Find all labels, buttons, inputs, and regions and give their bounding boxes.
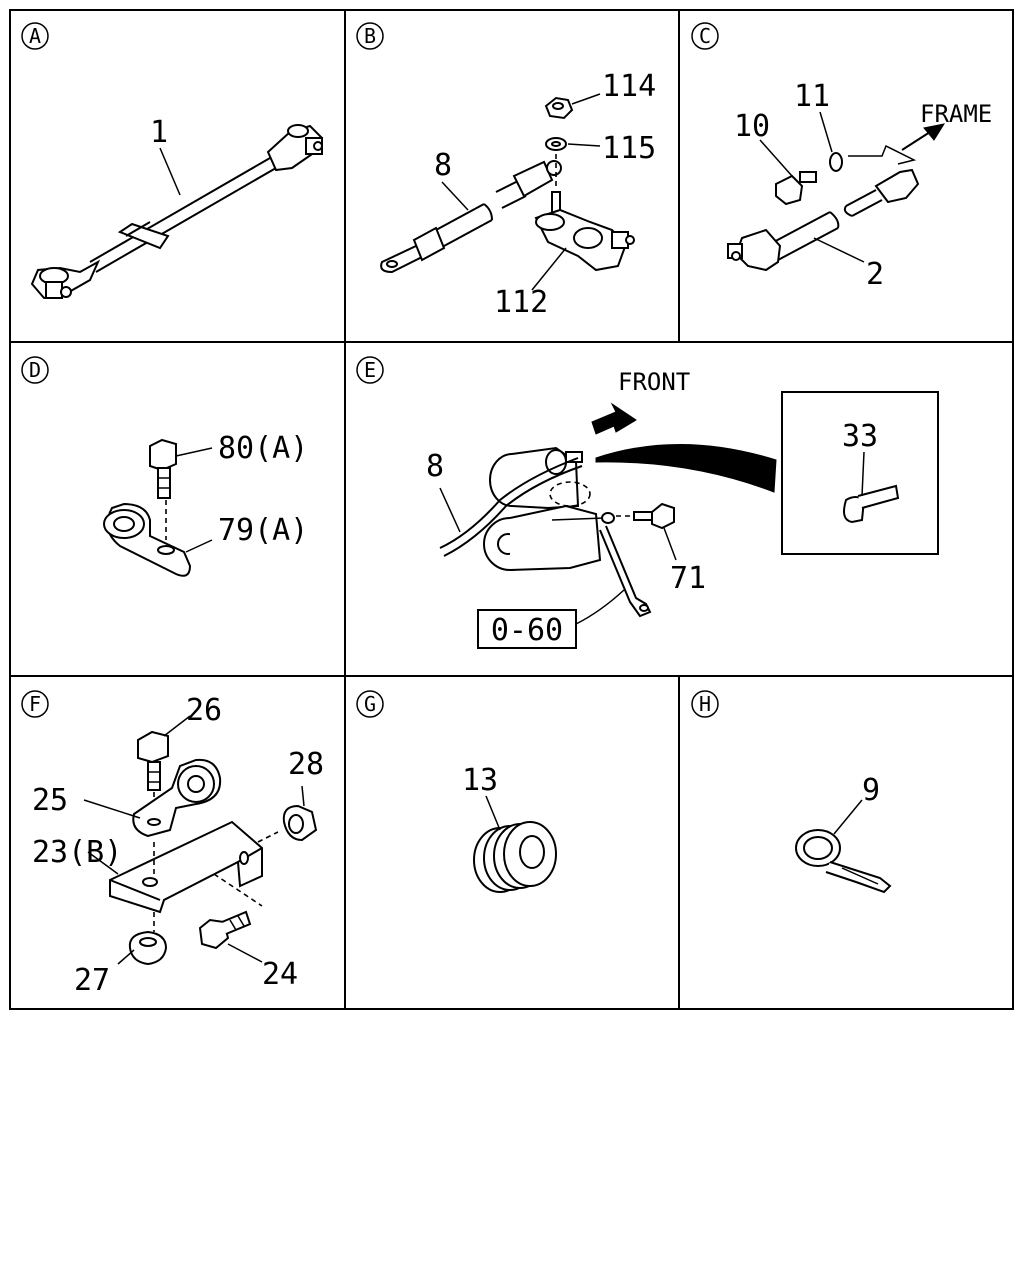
panel-c: C FRAME 10 11 (691, 22, 992, 292)
panel-e: E FRONT 8 (356, 356, 939, 649)
front-arrow (591, 402, 637, 435)
nut-27 (117, 912, 168, 966)
panel-b: B 8 114 (356, 22, 656, 320)
detail-box-33 (781, 391, 939, 555)
battery-cable-8 (380, 160, 562, 274)
ref-box-0-60: 0-60 (477, 609, 577, 649)
bolt-80a (149, 438, 213, 540)
label-part-8-b: 8 (434, 148, 452, 183)
label-part-10: 10 (734, 109, 770, 144)
panel-grid (9, 9, 1014, 1010)
label-part-114: 114 (602, 69, 656, 104)
battery-cable-1 (30, 124, 324, 300)
panel-letter-f: F (21, 690, 49, 718)
label-part-1: 1 (150, 115, 168, 150)
label-part-27: 27 (74, 963, 110, 998)
washer-11 (819, 111, 917, 172)
panel-letter-b-text: B (364, 24, 376, 48)
panel-g: G 13 (356, 690, 557, 893)
bolt-24 (198, 910, 263, 963)
panel-letter-h-text: H (699, 692, 711, 716)
panel-letter-h: H (691, 690, 719, 718)
panel-letter-d-text: D (29, 358, 41, 382)
ground-cable-2 (727, 168, 920, 272)
label-part-80a: 80(A) (218, 431, 308, 466)
grommet-13 (473, 795, 557, 893)
panel-letter-e: E (356, 356, 384, 384)
panel-letter-g: G (356, 690, 384, 718)
label-part-8-e: 8 (426, 449, 444, 484)
nut-28 (282, 785, 318, 842)
panel-letter-g-text: G (364, 692, 376, 716)
label-part-23b: 23(B) (32, 835, 122, 870)
label-ref-0-60: 0-60 (491, 613, 563, 648)
label-part-28: 28 (288, 747, 324, 782)
label-frame: FRAME (920, 100, 992, 128)
label-part-9: 9 (862, 773, 880, 808)
label-part-33: 33 (842, 419, 878, 454)
label-part-24: 24 (262, 957, 298, 992)
label-part-25: 25 (32, 783, 68, 818)
washer-115 (545, 137, 601, 151)
label-part-115: 115 (602, 131, 656, 166)
cable-8-e (439, 457, 583, 557)
label-part-112: 112 (494, 285, 548, 320)
panel-letter-b: B (356, 22, 384, 50)
bolt-10 (759, 139, 817, 206)
panel-letter-c-text: C (699, 24, 711, 48)
panel-letter-e-text: E (364, 358, 376, 382)
label-part-71: 71 (670, 561, 706, 596)
frame-arrow (901, 123, 946, 151)
label-front: FRONT (618, 368, 690, 396)
starter-motor (483, 446, 605, 571)
label-part-13: 13 (462, 763, 498, 798)
label-part-11: 11 (794, 79, 830, 114)
callout-sweep (595, 444, 777, 493)
ground-strap (575, 512, 652, 625)
label-part-2: 2 (866, 257, 884, 292)
panel-letter-a: A (21, 22, 49, 50)
bolt-71 (616, 502, 677, 561)
nut-114 (544, 93, 601, 120)
label-part-79a: 79(A) (218, 513, 308, 548)
bolt-26 (137, 715, 191, 812)
panel-letter-d: D (21, 356, 49, 384)
panel-a: A 1 (21, 22, 324, 300)
panel-f: F 26 25 28 (21, 690, 324, 998)
panel-h: H 9 (691, 690, 892, 894)
panel-d: D 80(A) 79(A) (21, 356, 308, 577)
battery-terminal-112 (531, 154, 635, 291)
panel-letter-a-text: A (29, 24, 41, 48)
clip-9 (795, 799, 892, 894)
clip-79a (103, 502, 213, 577)
label-part-26: 26 (186, 693, 222, 728)
panel-letter-c: C (691, 22, 719, 50)
clip-25 (83, 758, 222, 838)
panel-letter-f-text: F (29, 692, 41, 716)
bracket-23b (87, 820, 279, 914)
